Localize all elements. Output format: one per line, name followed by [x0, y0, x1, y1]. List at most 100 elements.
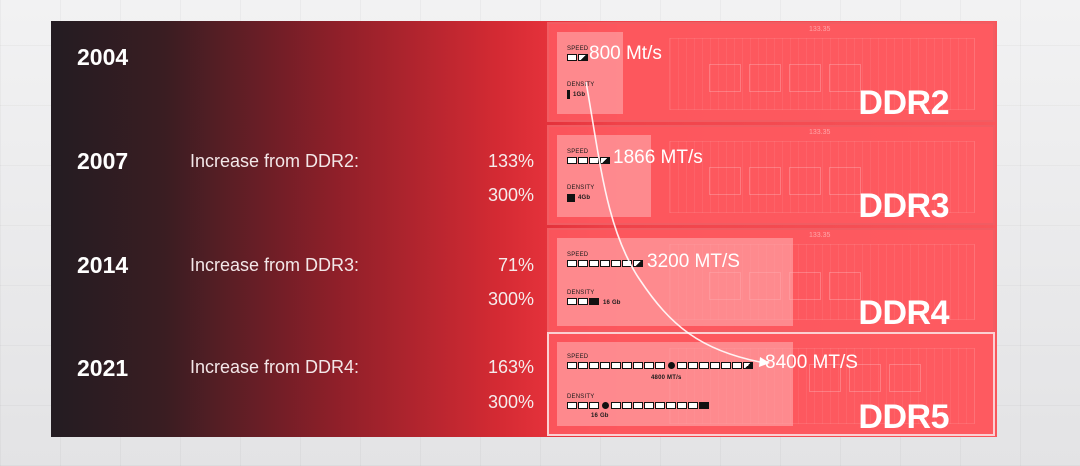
density-segment — [578, 402, 588, 409]
speed-segment — [567, 157, 577, 164]
speed-segment — [578, 362, 588, 369]
density-segment — [589, 298, 599, 305]
card-ddr3: 133.35 SPEED DENSITY 4Gb 1866 MT/s DDR3 — [547, 125, 995, 225]
speed-segment — [578, 157, 588, 164]
speed-marker-label: 4800 MT/s — [651, 375, 682, 381]
density-value: 4Gb — [578, 195, 591, 201]
density-bar — [567, 298, 600, 305]
density-increase-ddr3: 300% — [487, 185, 534, 205]
dimension-label: 133.35 — [809, 232, 831, 239]
memory-chip — [889, 364, 921, 392]
density-marker-dot — [602, 402, 609, 409]
density-segment — [589, 402, 599, 409]
density-segment — [633, 402, 643, 409]
density-segment — [644, 402, 654, 409]
memory-chip — [709, 167, 741, 195]
speed-segment — [600, 260, 610, 267]
speed-segment — [567, 260, 577, 267]
dimension-label: 133.35 — [809, 26, 831, 33]
memory-chip — [709, 64, 741, 92]
speed-segment — [600, 157, 610, 164]
memory-chip — [749, 64, 781, 92]
speed-segment — [743, 362, 753, 369]
density-segment — [666, 402, 676, 409]
density-segment — [688, 402, 698, 409]
memory-chip — [749, 167, 781, 195]
speed-increase-ddr3: 133% — [487, 151, 534, 171]
year-2007: 2007 — [77, 148, 129, 174]
speed-segment — [578, 54, 588, 61]
speed-segment — [655, 362, 665, 369]
increase-label-ddr5: Increase from DDR4: — [190, 357, 360, 377]
year-2004: 2004 — [77, 44, 129, 70]
memory-chip — [849, 364, 881, 392]
density-segment — [699, 402, 709, 409]
speed-segment — [710, 362, 720, 369]
speed-bar — [567, 157, 611, 164]
speed-segment — [611, 260, 621, 267]
speed-increase-ddr4: 71% — [497, 255, 534, 275]
density-label: DENSITY — [567, 394, 595, 400]
memory-chip — [809, 364, 841, 392]
memory-chip — [789, 64, 821, 92]
speed-segment — [721, 362, 731, 369]
increase-label-ddr4: Increase from DDR3: — [190, 255, 360, 275]
speed-segment — [589, 157, 599, 164]
speed-segment — [633, 362, 643, 369]
density-value: 16 Gb — [603, 300, 621, 306]
speed-bar — [567, 54, 589, 61]
density-segment — [622, 402, 632, 409]
density-value: 1Gb — [573, 92, 586, 98]
increase-label-ddr3: Increase from DDR2: — [190, 151, 360, 171]
speed-segment — [732, 362, 742, 369]
dimension-label: 133.35 — [809, 129, 831, 136]
speed-segment — [589, 260, 599, 267]
memory-chip — [829, 64, 861, 92]
card-ddr4: 133.35 SPEED DENSITY 16 Gb 3200 MT/S DDR… — [547, 228, 995, 332]
speed-segment — [644, 362, 654, 369]
density-increase-ddr5: 300% — [487, 392, 534, 412]
density-segment — [567, 298, 577, 305]
density-segment — [655, 402, 665, 409]
memory-chip — [829, 167, 861, 195]
ddr3-title: DDR3 — [858, 187, 949, 225]
density-bar — [567, 402, 710, 409]
density-increase-ddr4: 300% — [487, 289, 534, 309]
card-ddr2: 133.35 SPEED DENSITY 1Gb 800 Mt/s DDR2 — [547, 22, 995, 122]
density-segment — [567, 402, 577, 409]
density-label: DENSITY — [567, 185, 595, 191]
density-label: DENSITY — [567, 290, 595, 296]
speed-marker-dot — [668, 362, 675, 369]
memory-chip — [829, 272, 861, 300]
speed-value-ddr5: 8400 MT/S — [765, 352, 858, 373]
ddr2-title: DDR2 — [858, 84, 949, 122]
speed-bar — [567, 362, 754, 369]
density-bar — [567, 90, 570, 99]
speed-label: SPEED — [567, 149, 589, 155]
speed-segment — [600, 362, 610, 369]
speed-segment — [633, 260, 643, 267]
density-segment — [578, 298, 588, 305]
density-value: 16 Gb — [591, 413, 609, 419]
density-segment — [677, 402, 687, 409]
memory-chip — [789, 167, 821, 195]
year-2014: 2014 — [77, 252, 129, 278]
speed-segment — [688, 362, 698, 369]
speed-bar — [567, 260, 644, 267]
density-segment — [611, 402, 621, 409]
density-bar — [567, 194, 575, 202]
speed-segment — [622, 260, 632, 267]
speed-value-ddr3: 1866 MT/s — [613, 147, 703, 168]
speed-segment — [677, 362, 687, 369]
density-label: DENSITY — [567, 82, 595, 88]
speed-value-ddr2: 800 Mt/s — [589, 43, 662, 64]
speed-increase-ddr5: 163% — [487, 357, 534, 377]
memory-chip — [789, 272, 821, 300]
speed-segment — [567, 362, 577, 369]
ddr4-title: DDR4 — [858, 294, 949, 332]
speed-segment — [699, 362, 709, 369]
speed-label: SPEED — [567, 354, 589, 360]
card-ddr5: SPEED 4800 MT/s DENSITY — [547, 332, 995, 436]
speed-segment — [611, 362, 621, 369]
speed-segment — [567, 54, 577, 61]
